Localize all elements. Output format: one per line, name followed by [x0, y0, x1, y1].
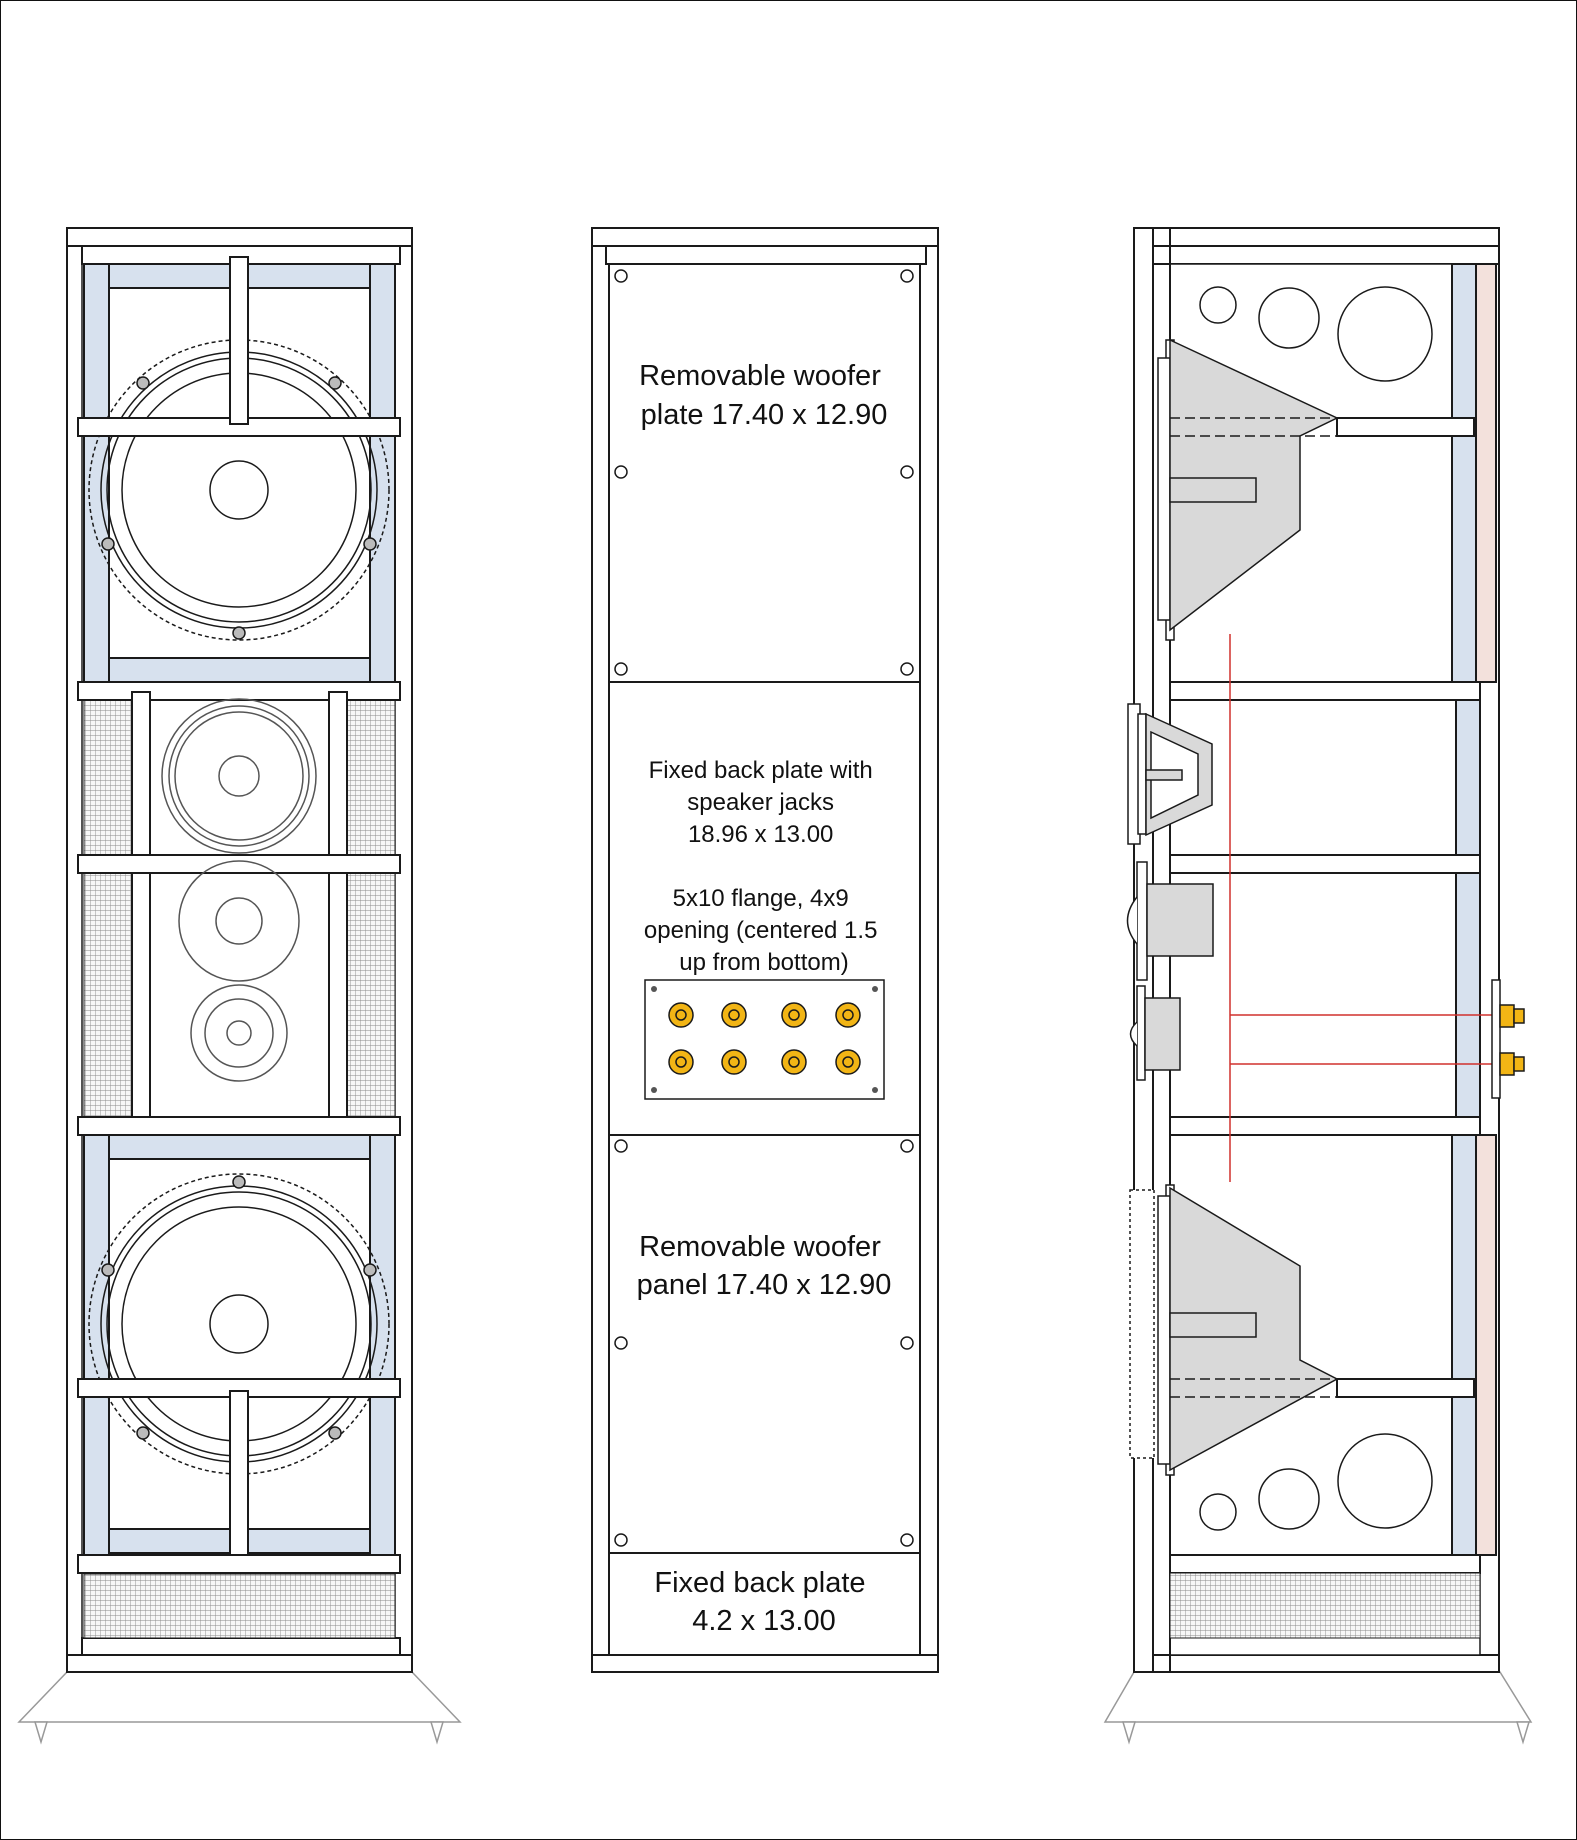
upper-woofer-plate [608, 263, 921, 683]
grille-mesh-icon [1169, 1572, 1481, 1639]
lower-panel-label: Removable woofer panel 17.40 x 12.90 [637, 1231, 892, 1301]
front-view [17, 227, 462, 1745]
side-stand [1103, 1671, 1533, 1745]
internal-wiring [1229, 634, 1493, 1182]
midrange-icon [1127, 703, 1213, 845]
bottom-back-plate [608, 1552, 921, 1656]
port-icon [1199, 286, 1433, 1531]
woofer-icon [1129, 1184, 1339, 1476]
side-section-view [1103, 227, 1533, 1745]
bottom-panel-label: Fixed back plate 4.2 x 13.00 [654, 1567, 873, 1637]
midrange-icon [178, 860, 300, 982]
binding-post-icon [668, 1002, 861, 1075]
upper-panel-label: Removable woofer plate 17.40 x 12.90 [639, 360, 889, 431]
middle-panel-label: Fixed back plate with speaker jacks 18.9… [644, 757, 884, 976]
tweeter-icon [1129, 985, 1181, 1081]
midrange-icon [1126, 861, 1214, 981]
binding-post-icon [1491, 979, 1525, 1099]
back-view: Removable woofer plate 17.40 x 12.90 Fix… [591, 227, 939, 1673]
midrange-icon [161, 698, 317, 854]
lower-woofer-panel [608, 1134, 921, 1554]
grille-mesh-icon [83, 697, 133, 1119]
front-stand [17, 1671, 462, 1745]
speaker-jack-flange [644, 979, 885, 1100]
woofer-icon [1157, 338, 1339, 641]
tweeter-icon [190, 984, 288, 1082]
screw-holes [614, 269, 914, 1547]
